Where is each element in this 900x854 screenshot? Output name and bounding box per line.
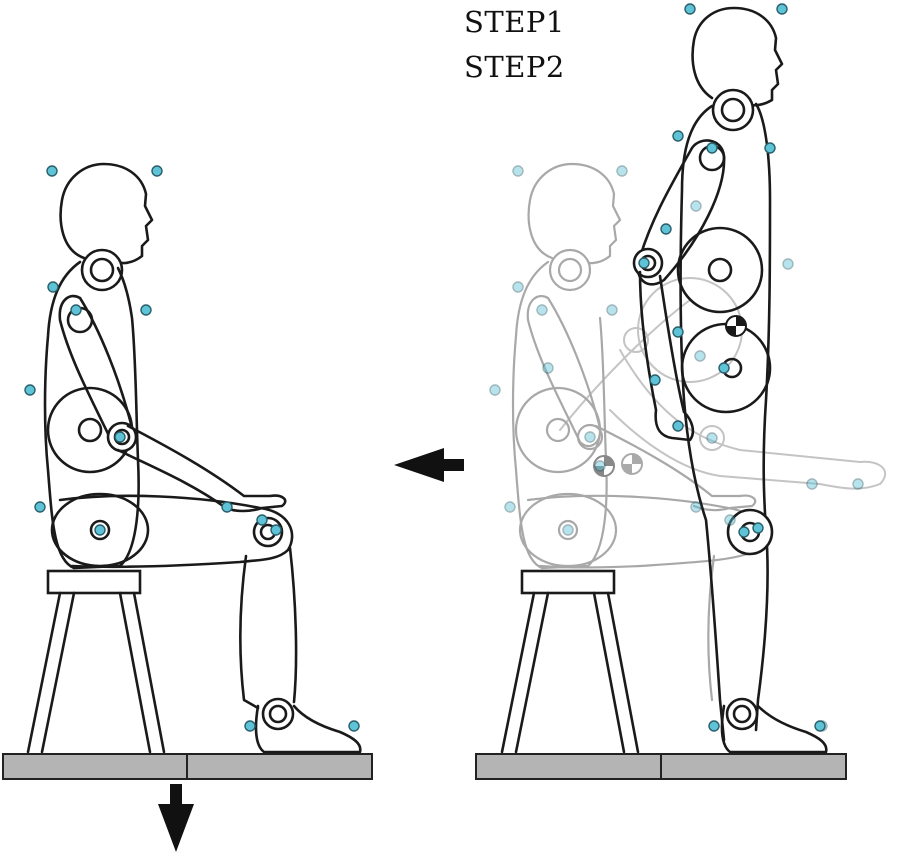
step1-label: STEP1 [464,5,565,39]
motion-capture-marker-icon [504,501,516,513]
motion-capture-marker-icon [782,258,794,270]
motion-capture-marker-icon [672,420,684,432]
motion-capture-marker-icon [718,362,730,374]
stool-left [26,569,166,754]
step2-label: STEP2 [464,50,565,84]
motion-capture-marker-icon [94,524,106,536]
motion-capture-marker-icon [584,431,596,443]
seated-pose-ghost [511,162,762,702]
motion-capture-marker-icon [151,165,163,177]
motion-capture-marker-icon [34,501,46,513]
seated-figure [2,162,373,780]
motion-capture-marker-icon [690,501,702,513]
arrow-down-icon [158,784,194,852]
motion-capture-marker-icon [706,432,718,444]
motion-capture-marker-icon [684,3,696,15]
motion-capture-marker-icon [270,524,282,536]
standing-figure [475,6,847,780]
motion-capture-marker-icon [776,3,788,15]
motion-capture-marker-icon [706,142,718,154]
motion-capture-marker-icon [70,304,82,316]
motion-capture-marker-icon [140,304,152,316]
motion-capture-marker-icon [256,514,268,526]
motion-capture-marker-icon [852,478,864,490]
motion-capture-marker-icon [672,326,684,338]
motion-capture-marker-icon [764,142,776,154]
motion-capture-marker-icon [606,304,618,316]
torso [43,260,140,570]
motion-capture-marker-icon [562,524,574,536]
motion-capture-marker-icon [512,165,524,177]
motion-capture-marker-icon [244,720,256,732]
motion-capture-marker-icon [694,350,706,362]
motion-capture-marker-icon [114,431,126,443]
center-of-mass-icon-ghost [593,453,643,477]
motion-capture-marker-icon [638,257,650,269]
motion-capture-marker-icon [814,720,826,732]
motion-capture-marker-icon [512,281,524,293]
motion-capture-marker-icon [594,460,606,472]
motion-capture-marker-icon [46,165,58,177]
motion-capture-marker-icon [724,514,736,526]
arrow-left-icon [394,448,464,482]
motion-capture-marker-icon [47,281,59,293]
motion-capture-marker-icon [24,384,36,396]
motion-capture-marker-icon [616,165,628,177]
motion-capture-marker-icon [690,200,702,212]
force-plate-right [475,753,847,780]
motion-capture-marker-icon [752,522,764,534]
motion-capture-marker-icon [806,478,818,490]
stool-right [500,569,640,754]
motion-capture-marker-icon [660,223,672,235]
motion-capture-marker-icon [708,720,720,732]
motion-capture-marker-icon [348,720,360,732]
motion-capture-marker-icon [542,362,554,374]
motion-capture-marker-icon [672,130,684,142]
motion-capture-marker-icon [738,526,750,538]
center-of-mass-icon [725,315,747,337]
motion-capture-marker-icon [221,501,233,513]
motion-capture-marker-icon [649,374,661,386]
head [59,162,154,265]
force-plate-left [2,753,373,780]
motion-capture-markers [24,3,864,732]
motion-capture-marker-icon [489,384,501,396]
motion-capture-marker-icon [536,304,548,316]
